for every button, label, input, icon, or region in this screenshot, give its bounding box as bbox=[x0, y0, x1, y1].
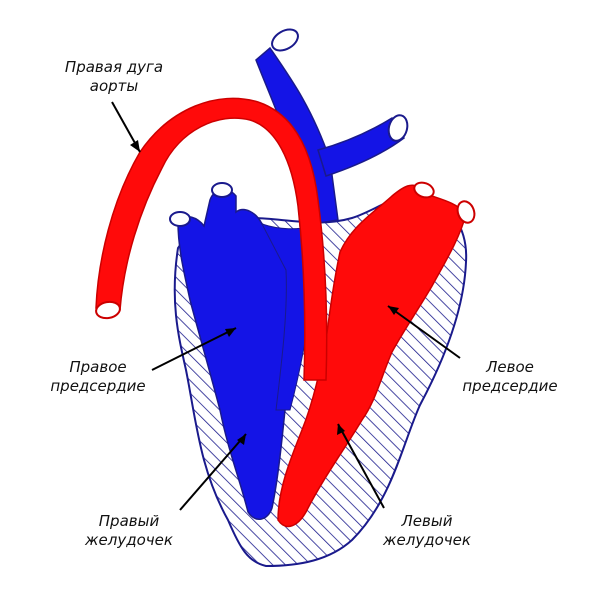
arrow-left-atrium bbox=[387, 305, 461, 359]
pulmonary-vein-opening-2 bbox=[456, 200, 476, 224]
arrow-left-ventricle bbox=[337, 423, 385, 509]
arrowhead-left-atrium bbox=[388, 306, 399, 315]
label-right-atrium: Правое предсердие bbox=[36, 358, 160, 396]
arrowhead-left-ventricle bbox=[337, 424, 345, 435]
arrowhead-aortic-arch bbox=[130, 140, 140, 152]
vessel-opening-right bbox=[387, 114, 409, 142]
label-left-ventricle-line2: желудочек bbox=[383, 531, 471, 549]
label-right-ventricle-line1: Правый bbox=[98, 512, 160, 530]
arrow-right-ventricle bbox=[179, 433, 247, 511]
label-right-atrium-line2: предсердие bbox=[50, 377, 146, 395]
pulmonary-vein-opening-1 bbox=[413, 181, 435, 199]
label-right-ventricle-line2: желудочек bbox=[85, 531, 173, 549]
arrowhead-right-atrium bbox=[225, 328, 236, 337]
vessel-opening-left-atrium-2 bbox=[211, 182, 233, 198]
vena-cava-opening-top bbox=[271, 28, 299, 52]
arrowhead-right-ventricle bbox=[237, 434, 246, 445]
blue-trunk-middle bbox=[260, 223, 313, 411]
right-heart-chamber bbox=[177, 188, 295, 520]
blue-vessel-branch bbox=[317, 116, 405, 177]
right-aortic-arch bbox=[95, 97, 328, 381]
vessel-opening-left-atrium-1 bbox=[169, 211, 191, 227]
arrow-right-atrium bbox=[151, 327, 237, 371]
label-right-ventricle: Правый желудочек bbox=[74, 512, 184, 550]
label-right-atrium-line1: Правое bbox=[69, 358, 127, 376]
label-left-atrium-line2: предсердие bbox=[462, 377, 558, 395]
label-left-atrium-line1: Левое bbox=[486, 358, 534, 376]
aortic-arch-opening bbox=[95, 300, 121, 320]
label-left-ventricle-line1: Левый bbox=[401, 512, 453, 530]
label-left-ventricle: Левый желудочек bbox=[372, 512, 482, 550]
label-left-atrium: Левое предсердие bbox=[448, 358, 572, 396]
arrow-heads bbox=[130, 140, 399, 445]
label-aortic-arch: Правая дуга аорты bbox=[48, 58, 180, 96]
pointer-arrows bbox=[111, 101, 461, 511]
label-aortic-arch-line1: Правая дуга bbox=[64, 58, 164, 76]
label-aortic-arch-line2: аорты bbox=[89, 77, 139, 95]
